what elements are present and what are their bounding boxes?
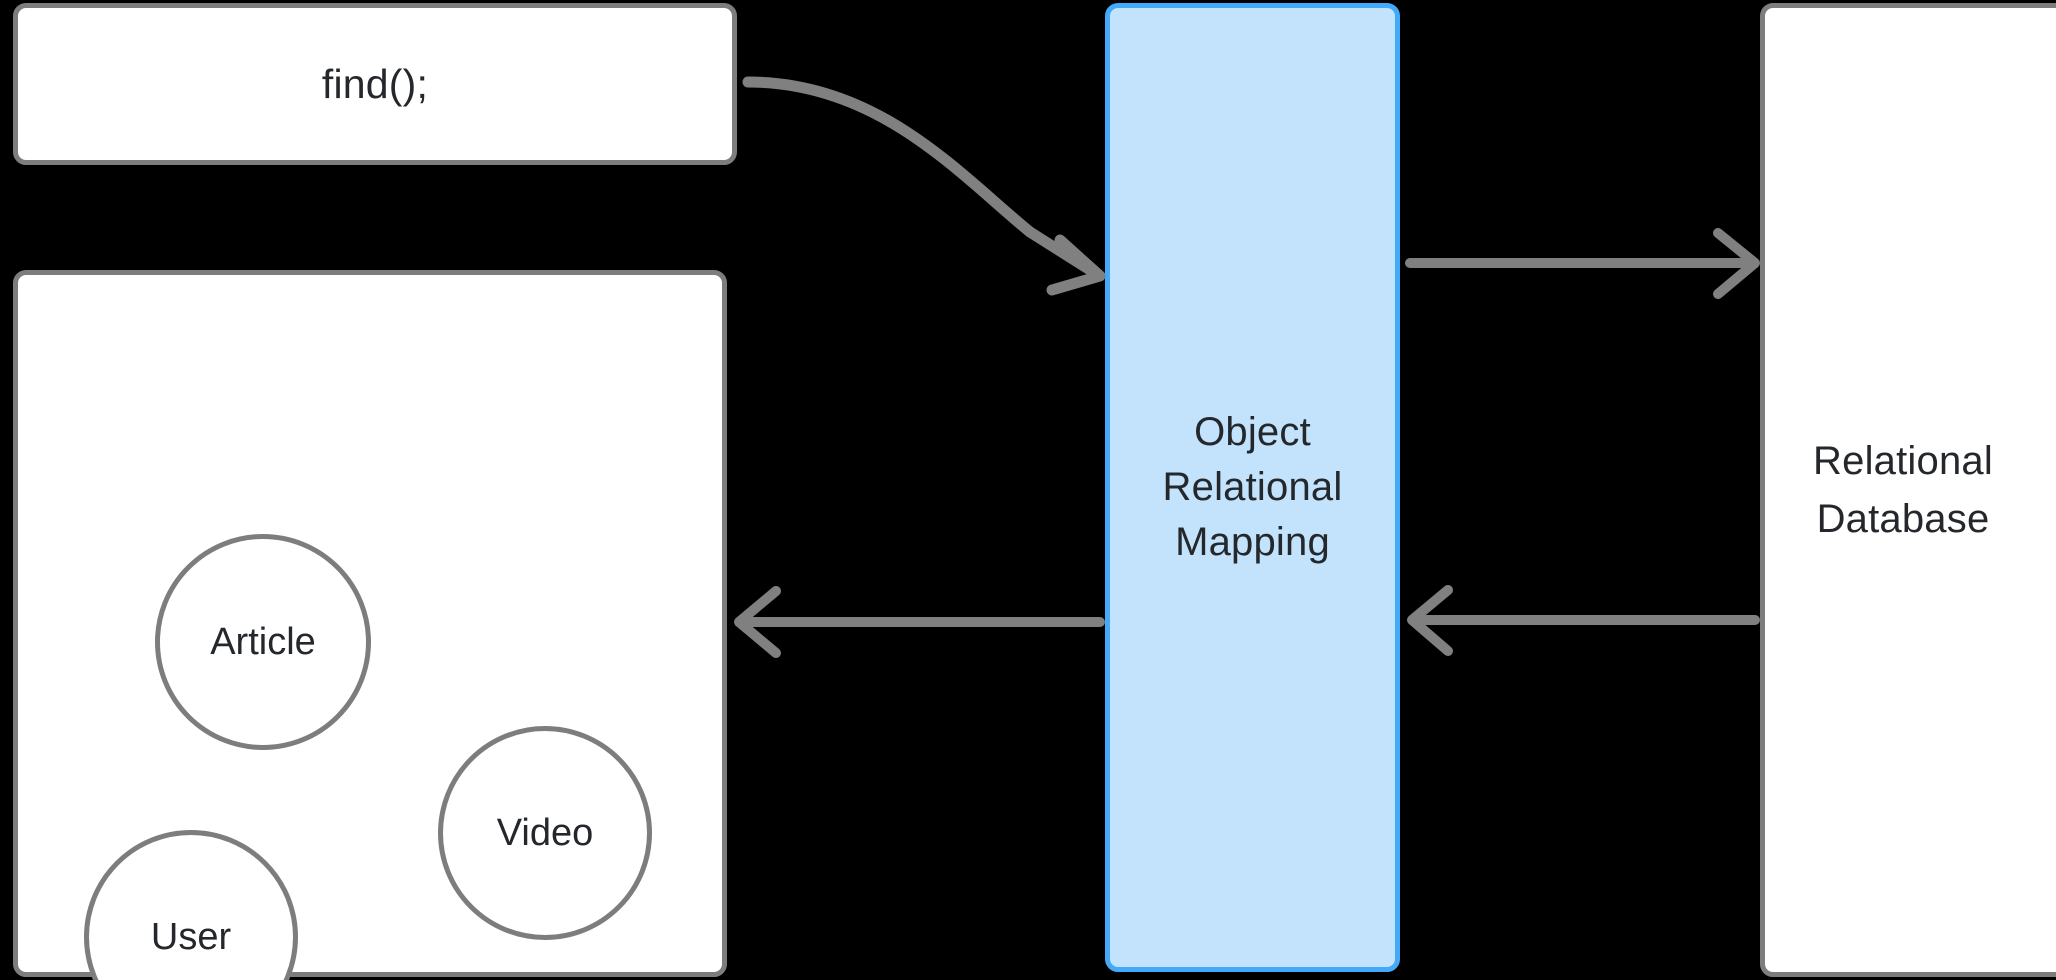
arrow-find-to-orm-icon — [742, 76, 1106, 296]
find-call-label: find(); — [321, 60, 429, 107]
relational-database-box[interactable]: Relational Database — [1760, 3, 2056, 977]
objects-box[interactable]: Article Video User Term — [13, 270, 727, 980]
arrow-orm-to-objects-icon — [734, 586, 1105, 658]
object-circle-article-label: Article — [210, 621, 316, 663]
object-circle-video-label: Video — [496, 812, 594, 854]
object-circle-user-label: User — [150, 916, 232, 958]
object-circle-article[interactable]: Article — [155, 534, 371, 750]
orm-label: Object Relational Mapping — [1162, 410, 1343, 564]
arrow-orm-to-database-icon — [1405, 228, 1760, 299]
object-circle-video[interactable]: Video — [438, 726, 652, 940]
find-call-box[interactable]: find(); — [13, 3, 737, 165]
relational-database-label: Relational Database — [1813, 439, 1993, 541]
orm-box[interactable]: Object Relational Mapping — [1105, 3, 1400, 972]
arrow-database-to-orm-icon — [1407, 585, 1760, 656]
object-circle-user[interactable]: User — [84, 830, 298, 980]
